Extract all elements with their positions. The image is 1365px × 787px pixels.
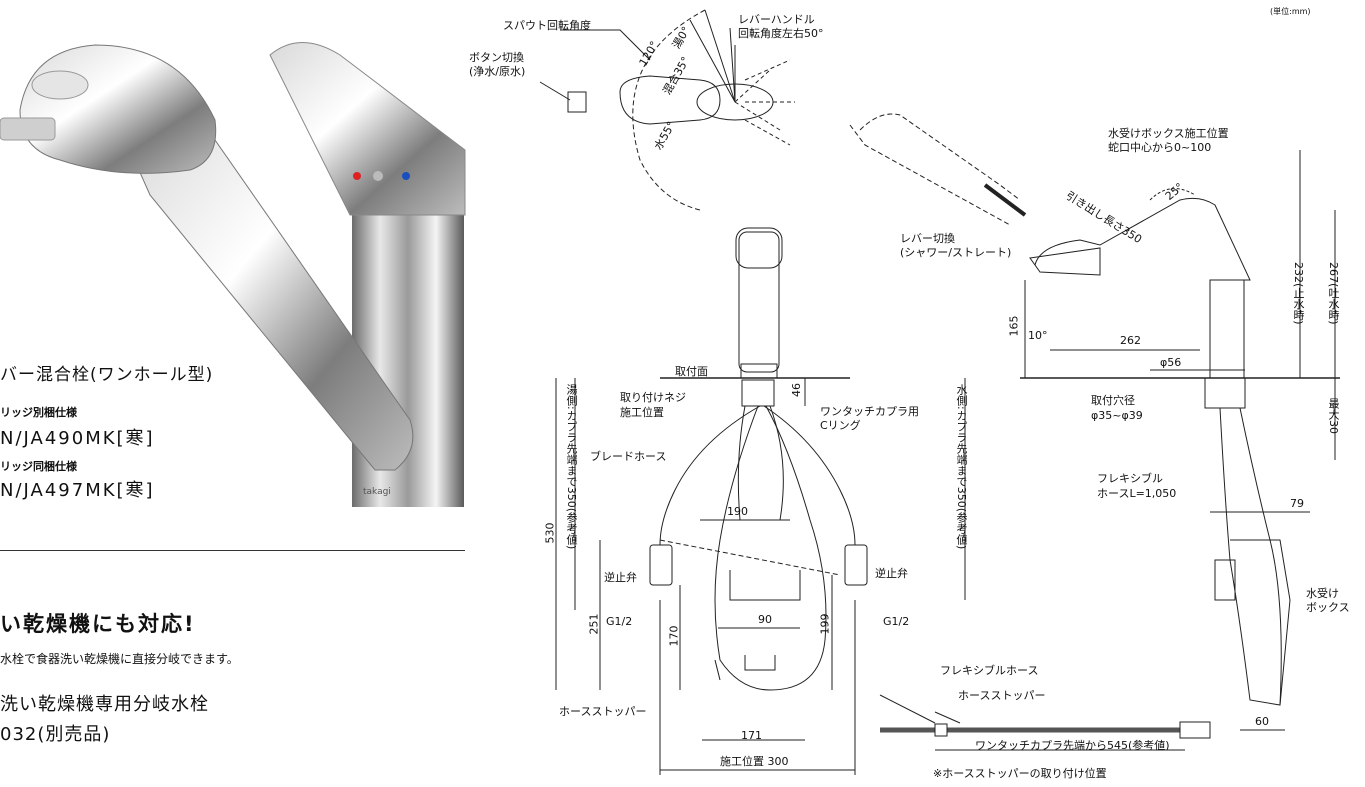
variant2-label: リッジ同梱仕様	[0, 460, 77, 473]
dim-79: 79	[1290, 497, 1304, 510]
stopper-note: ※ホースストッパーの取り付け位置	[933, 767, 1107, 780]
variant1-model: N/JA490MK[寒]	[0, 428, 155, 449]
dim-90: 90	[758, 613, 772, 626]
hole-diameter-label-1: 取付穴径	[1091, 394, 1135, 407]
flex-hose-label-1: フレキシブル	[1097, 472, 1163, 485]
unit-note: (単位:mm)	[1270, 7, 1311, 16]
dishwasher-heading: い乾燥機にも対応!	[0, 612, 196, 636]
section-divider	[0, 550, 465, 551]
dim-171: 171	[741, 729, 762, 742]
dim-530: 530	[543, 522, 557, 544]
hose-detail	[879, 694, 1211, 751]
install-position: 施工位置 300	[720, 755, 789, 768]
g-thread-left: G1/2	[606, 615, 633, 628]
accessory-name: 洗い乾燥機専用分岐水栓	[0, 694, 209, 715]
cold-indicator	[402, 172, 410, 180]
check-valve-right: 逆止弁	[875, 567, 908, 580]
cold-side-note: 水側:カプラ先端まで350(参考値)	[955, 384, 968, 550]
flex-hose-detail-label: フレキシブルホース	[940, 664, 1039, 677]
hot-side-note: 湯側:カプラ先端まで350(参考値)	[565, 384, 578, 550]
spout-angle-label: スパウト回転角度	[503, 19, 591, 32]
water-box-label-2: ボックス	[1306, 601, 1350, 614]
dim-232: 232(止水時)	[1292, 262, 1305, 325]
box-position-label-1: 水受けボックス施工位置	[1108, 127, 1229, 140]
lever-handle	[269, 42, 466, 216]
water-box-label-1: 水受け	[1306, 587, 1339, 600]
front-view	[555, 227, 966, 775]
g-thread-right: G1/2	[883, 615, 910, 628]
screw-label-1: 取り付けネジ	[620, 391, 686, 404]
top-view	[539, 9, 795, 211]
button-switch-label-1: ボタン切換	[469, 51, 524, 64]
variant1-label: リッジ別梱仕様	[0, 406, 77, 419]
coupler-label-2: Cリング	[820, 419, 861, 432]
hole-diameter-label-2: φ35~φ39	[1091, 409, 1143, 422]
dim-60: 60	[1255, 715, 1269, 728]
hose-stopper-label: ホースストッパー	[559, 705, 647, 718]
dim-199: 199	[818, 613, 832, 635]
dim-262: 262	[1120, 334, 1141, 347]
angle-10: 10°	[1028, 329, 1048, 342]
dim-46: 46	[790, 383, 803, 397]
box-position-label-2: 蛇口中心から0~100	[1108, 141, 1212, 154]
lever-angle-label-1: レバーハンドル	[738, 13, 815, 26]
mount-surface-label: 取付面	[675, 365, 708, 378]
variant2-model: N/JA497MK[寒]	[0, 480, 155, 501]
flex-hose-label-2: ホースL=1,050	[1097, 487, 1177, 500]
button-switch-label-2: (浄水/原水)	[469, 65, 526, 78]
lever-switch-label-1: レバー切換	[900, 232, 955, 245]
accessory-code: 032(別売品)	[0, 724, 111, 745]
dim-251: 251	[587, 613, 601, 635]
faucet-photo: takagi	[0, 42, 466, 507]
side-view	[849, 113, 1340, 731]
lever-switch-label-2: (シャワー/ストレート)	[900, 246, 1012, 259]
dim-phi56: φ56	[1160, 356, 1182, 369]
screw-label-2: 施工位置	[620, 406, 664, 419]
braided-hose-label: ブレードホース	[590, 450, 667, 463]
coupler-label-1: ワンタッチカプラ用	[820, 405, 919, 418]
dim-165: 165	[1007, 315, 1021, 337]
hose-stopper-detail-label: ホースストッパー	[958, 689, 1046, 702]
coupler-tip-dim: ワンタッチカプラ先端から545(参考値)	[975, 739, 1170, 752]
dim-190: 190	[727, 505, 748, 518]
dim-267: 267(吐水時)	[1327, 262, 1340, 325]
product-title: バー混合栓(ワンホール型)	[0, 365, 214, 385]
max-30: 最大30	[1327, 398, 1340, 434]
check-valve-left: 逆止弁	[604, 571, 637, 584]
lever-angle-label-2: 回転角度左右50°	[738, 27, 824, 40]
dishwasher-desc: 水栓で食器洗い乾燥機に直接分岐できます。	[0, 652, 239, 666]
brand-logo: takagi	[363, 487, 391, 497]
hot-indicator	[353, 172, 361, 180]
dim-170: 170	[667, 625, 681, 647]
